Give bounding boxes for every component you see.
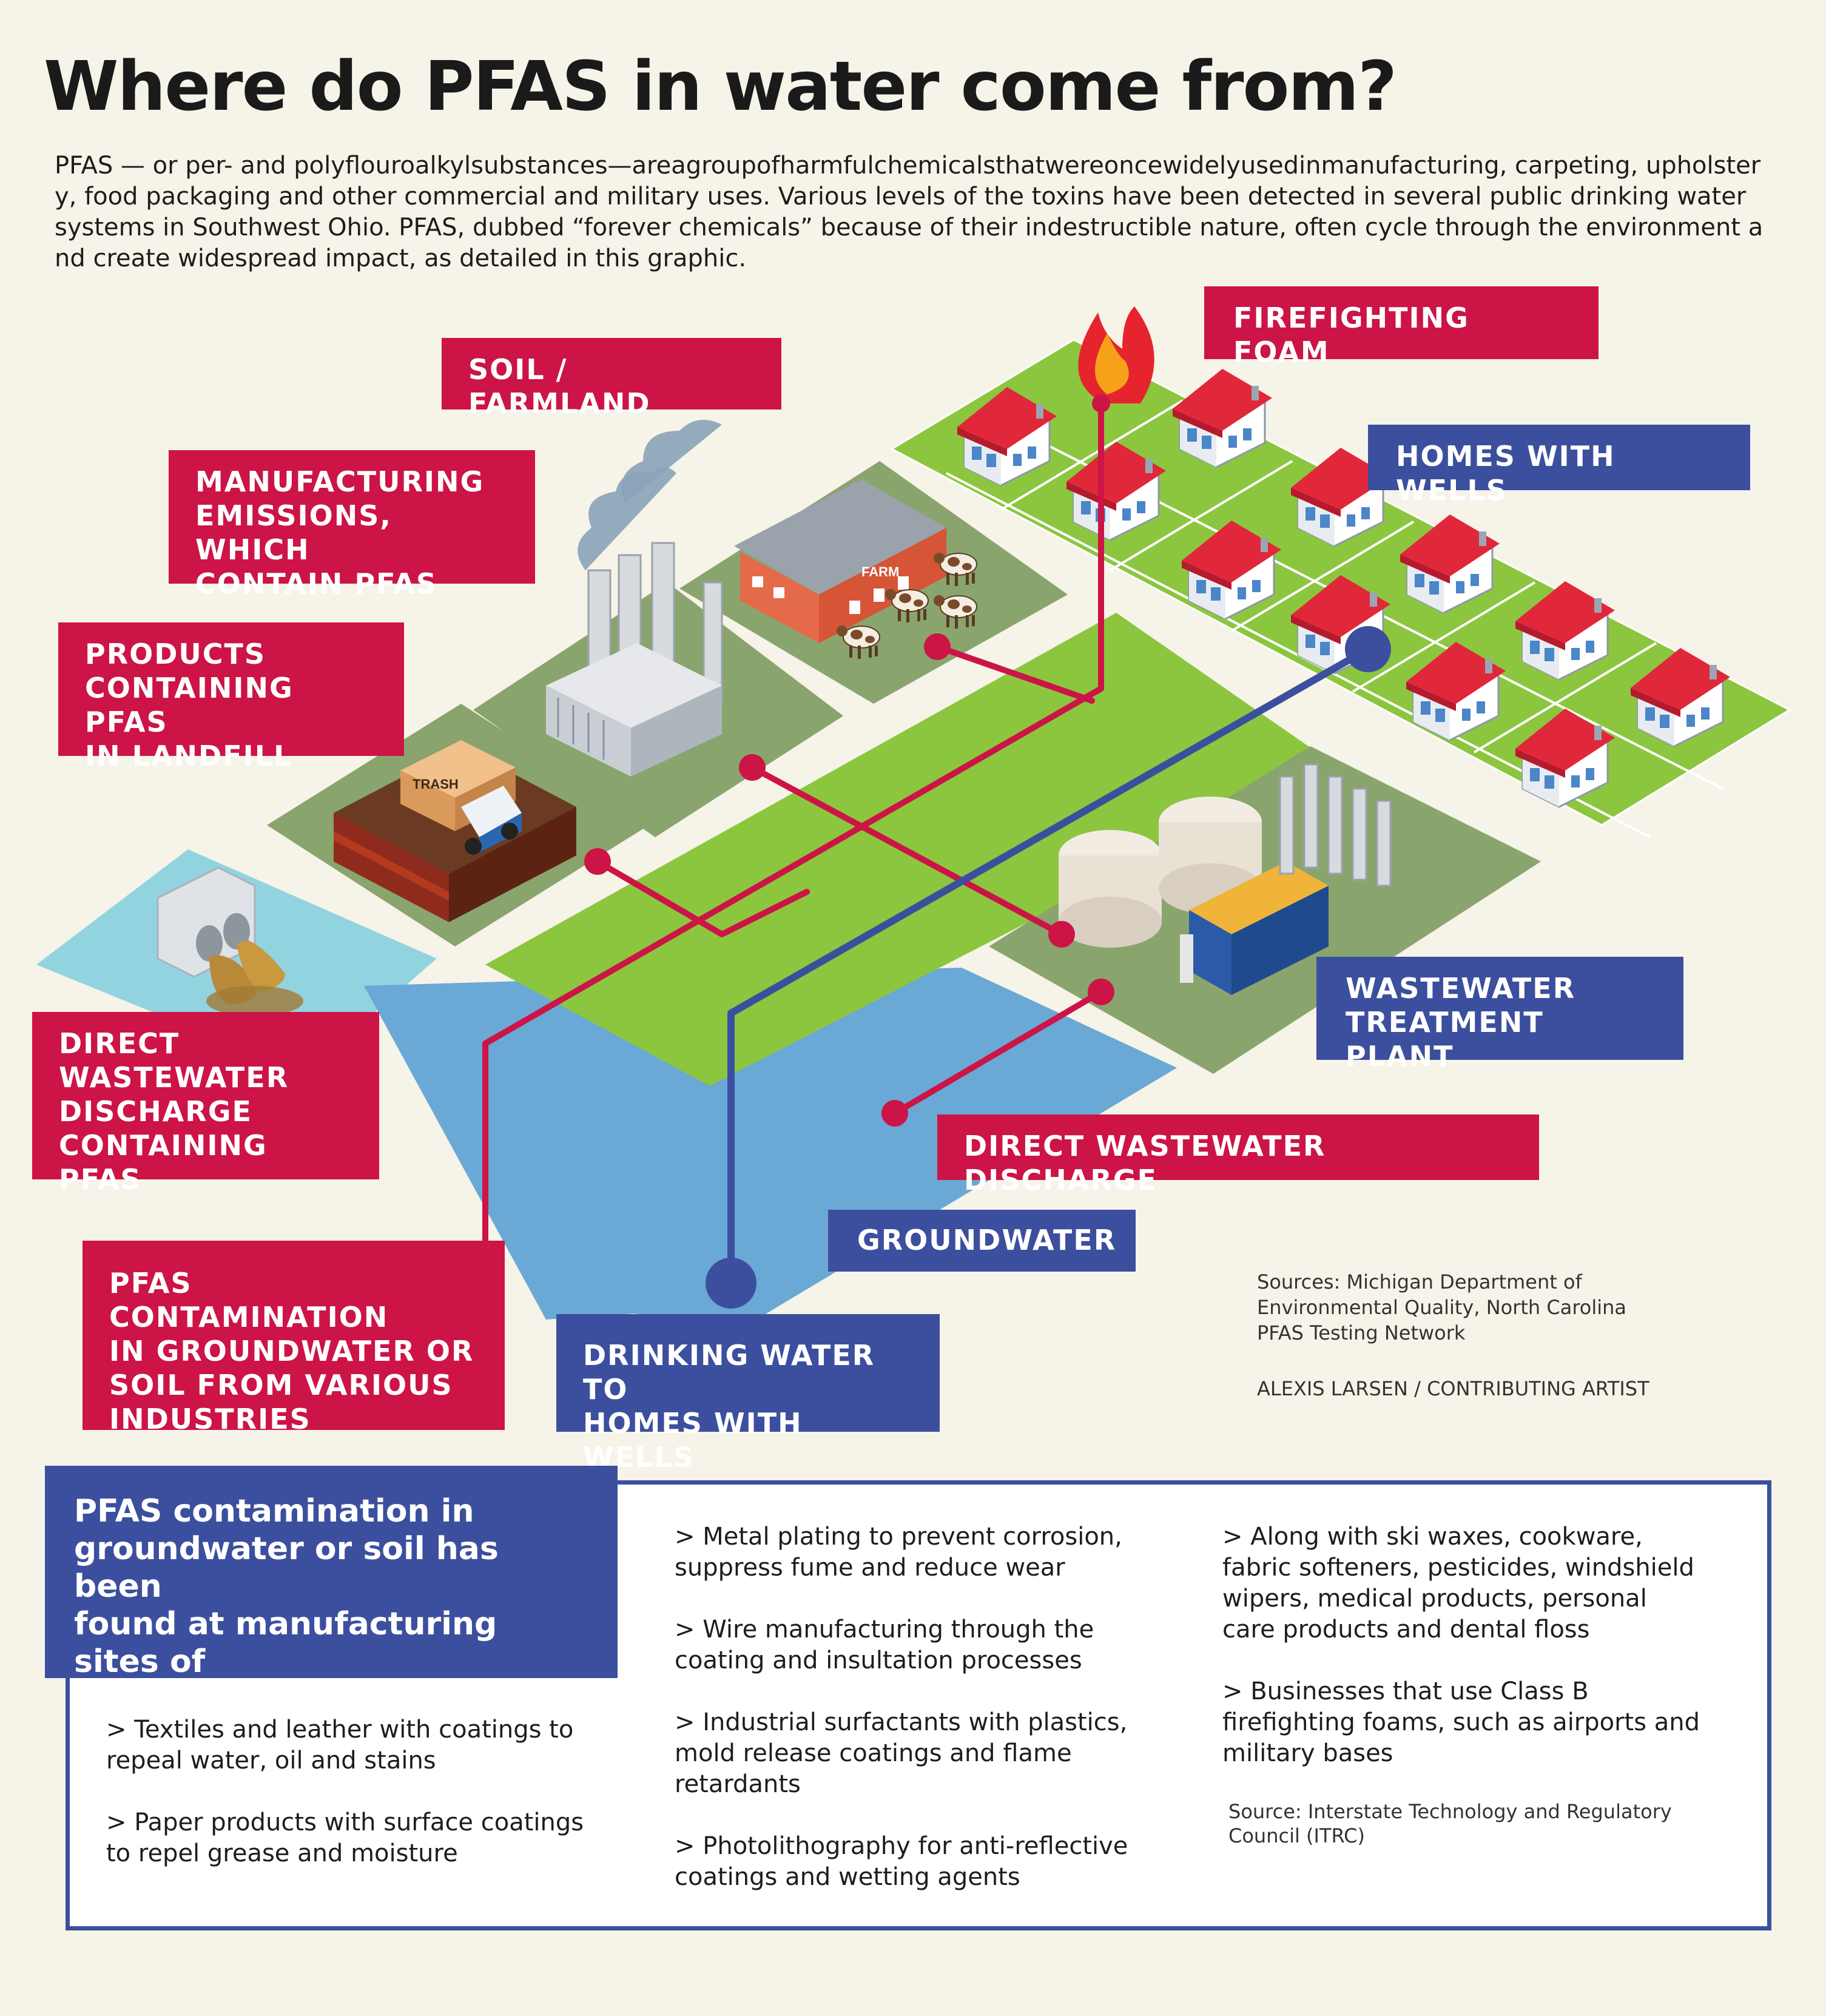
label-soil-farmland: SOIL / FARMLAND xyxy=(442,338,781,420)
red-connector-main xyxy=(482,400,1104,1253)
label-contamination: PFAS CONTAMINATION IN GROUNDWATER OR SOI… xyxy=(83,1241,505,1435)
box-source: Source: Interstate Technology and Regula… xyxy=(1228,1800,1672,1847)
isometric-illustration: TRASH FARM xyxy=(36,306,1792,1326)
blue-connector xyxy=(727,646,1372,1287)
red-connector-plant xyxy=(892,989,1104,1116)
label-manufacturing-emissions: MANUFACTURING EMISSIONS, WHICH CONTAIN P… xyxy=(169,450,535,600)
treatment-plant-illustration xyxy=(1059,763,1392,995)
label-direct-discharge-left: DIRECT WASTEWATER DISCHARGE CONTAINING P… xyxy=(32,1012,379,1196)
artist-credit: ALEXIS LARSEN / CONTRIBUTING ARTIST xyxy=(1257,1377,1649,1400)
connector-dots xyxy=(584,394,1391,1309)
label-wastewater-plant: WASTEWATER TREATMENT PLANT xyxy=(1316,957,1683,1073)
label-landfill: PRODUCTS CONTAINING PFAS IN LANDFILL xyxy=(58,622,404,772)
red-connector-farm xyxy=(934,644,1095,704)
list-item: > Industrial surfactants with plastics,m… xyxy=(675,1708,1128,1798)
red-connector-landfill xyxy=(595,858,810,937)
page-title: Where do PFAS in water come from? xyxy=(44,47,1397,126)
products-column-3: > Along with ski waxes, cookware,fabric … xyxy=(1222,1522,1756,1800)
farm-text: FARM xyxy=(861,564,899,579)
groundwater-water xyxy=(364,968,1177,1326)
label-direct-discharge-right: DIRECT WASTEWATER DISCHARGE xyxy=(937,1114,1539,1196)
red-connector-factory xyxy=(749,764,1065,937)
list-item: > Metal plating to prevent corrosion,sup… xyxy=(675,1523,1122,1582)
products-column-2: > Metal plating to prevent corrosion,sup… xyxy=(675,1522,1208,1924)
discharge-pipe-illustration xyxy=(157,866,303,1016)
sources-credit: Sources: Michigan Department of Environm… xyxy=(1257,1270,1627,1344)
label-homes-with-wells: HOMES WITH WELLS xyxy=(1368,425,1750,507)
list-item: > Along with ski waxes, cookware,fabric … xyxy=(1222,1523,1694,1643)
label-groundwater: GROUNDWATER xyxy=(828,1210,1136,1272)
trash-text: TRASH xyxy=(413,777,459,792)
label-drinking-water: DRINKING WATER TO HOMES WITH WELLS xyxy=(556,1314,940,1474)
landfill-illustration: TRASH xyxy=(334,740,576,922)
factory-illustration xyxy=(546,420,723,777)
info-box-heading: PFAS contamination in groundwater or soi… xyxy=(45,1466,618,1718)
flame-illustration xyxy=(1078,306,1154,403)
intro-paragraph: PFAS — or per- and polyflouroalkylsubsta… xyxy=(55,152,1764,272)
farm-illustration: FARM xyxy=(734,479,977,659)
label-firefighting-foam: FIREFIGHTING FOAM xyxy=(1204,286,1599,368)
